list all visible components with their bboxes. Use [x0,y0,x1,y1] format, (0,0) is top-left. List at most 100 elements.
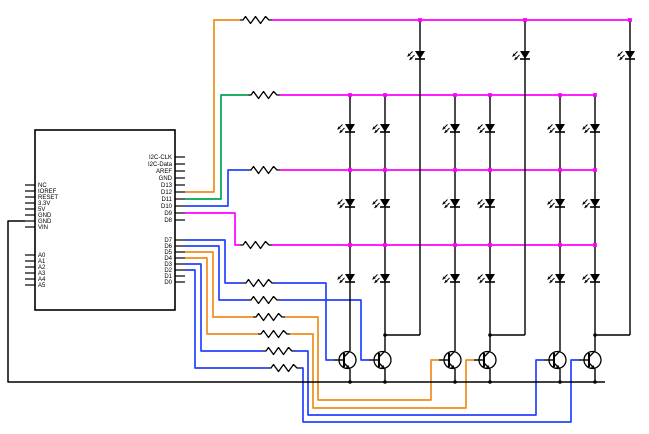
pin-label-AREF: AREF [156,169,172,175]
wire-row1-feed [185,19,240,193]
junction-dot [488,243,492,247]
led-arrowhead [479,204,483,208]
wire-base5-out [295,350,544,416]
led-arrowhead [549,204,553,208]
led-icon [415,51,425,59]
arduino-board [34,129,176,311]
led-arrowhead [547,201,551,205]
led-arrowhead [549,129,553,133]
resistor-base3 [253,312,285,322]
resistor-row2 [248,90,280,100]
led-icon [450,274,460,282]
led-icon [380,199,390,207]
transistor-npn-3 [443,350,462,370]
pin-label-A2: A2 [38,265,46,271]
pin-label-I2C-CLK: I2C-CLK [149,155,172,161]
led-icon [380,274,390,282]
led-arrowhead [407,53,411,57]
resistor-base2 [248,295,280,305]
transistor-npn-2 [373,350,392,370]
pin-label-D1: D1 [164,274,172,280]
junction-dot [628,18,632,22]
pin-label-D2: D2 [164,268,172,274]
led-arrowhead [337,276,341,280]
wire-row2-feed [185,94,248,200]
led-arrowhead [444,204,448,208]
led-arrowhead [444,279,448,283]
pin-label-D13: D13 [161,183,173,189]
led-arrowhead [582,201,586,205]
pin-label-A0: A0 [38,253,46,259]
led-arrowhead [339,129,343,133]
junction-dot [453,93,457,97]
led-arrowhead [442,201,446,205]
pin-label-3.3V: 3.3V [38,201,50,207]
junction-dot [558,168,562,172]
led-arrowhead [584,204,588,208]
junction-dot [558,380,562,384]
junction-dot [348,168,352,172]
led-icon [625,51,635,59]
resistor-base1 [243,278,275,288]
led-icon [555,199,565,207]
wire-base3-feed [185,251,253,318]
led-arrowhead [444,129,448,133]
junction-dot [593,168,597,172]
pin-label-RESET: RESET [38,195,58,201]
led-icon [380,124,390,132]
led-icon [485,274,495,282]
led-arrowhead [477,126,481,130]
pin-label-D4: D4 [164,256,172,262]
junction-dot [593,380,597,384]
junction-dot [348,380,352,384]
resistor-row1 [240,15,272,25]
led-icon [345,199,355,207]
led-arrowhead [619,56,623,60]
pin-label-5V: 5V [38,207,45,213]
led-icon [450,199,460,207]
pin-label-I2C-Data: I2C-Data [148,162,173,168]
led-arrowhead [512,53,516,57]
resistor-row3 [248,165,280,175]
led-arrowhead [547,276,551,280]
pin-label-D9: D9 [164,211,172,217]
junction-dot [558,243,562,247]
wire-row3-feed [185,169,248,207]
led-arrowhead [372,126,376,130]
pin-label-D3: D3 [164,262,172,268]
led-arrowhead [372,276,376,280]
wire-base4-feed [185,257,258,335]
pin-label-IOREF: IOREF [38,189,57,195]
pin-label-D7: D7 [164,238,172,244]
wire-base2-feed [185,245,248,301]
led-arrowhead [582,276,586,280]
junction-dot [453,168,457,172]
pin-label-D10: D10 [161,204,173,210]
led-arrowhead [584,279,588,283]
pin-label-D6: D6 [164,244,172,250]
led-icon [555,124,565,132]
resistor-base5 [263,346,295,356]
led-arrowhead [339,279,343,283]
led-arrowhead [372,201,376,205]
junction-dot [348,93,352,97]
led-icon [590,199,600,207]
junction-dot [593,93,597,97]
led-arrowhead [337,126,341,130]
wire-ground-bus [7,220,605,383]
junction-dot [418,18,422,22]
wire-base1-out [275,282,334,361]
transistor-npn-6 [583,350,602,370]
junction-dot [523,18,527,22]
junction-dot [453,380,457,384]
led-arrowhead [582,126,586,130]
led-arrowhead [374,204,378,208]
led-icon [345,274,355,282]
pin-label-VIN: VIN [38,225,48,231]
junction-dot [383,168,387,172]
wire-row4-feed [185,212,240,246]
pin-label-GND: GND [159,176,173,182]
junction-dot [488,93,492,97]
resistor-base4 [258,329,290,339]
